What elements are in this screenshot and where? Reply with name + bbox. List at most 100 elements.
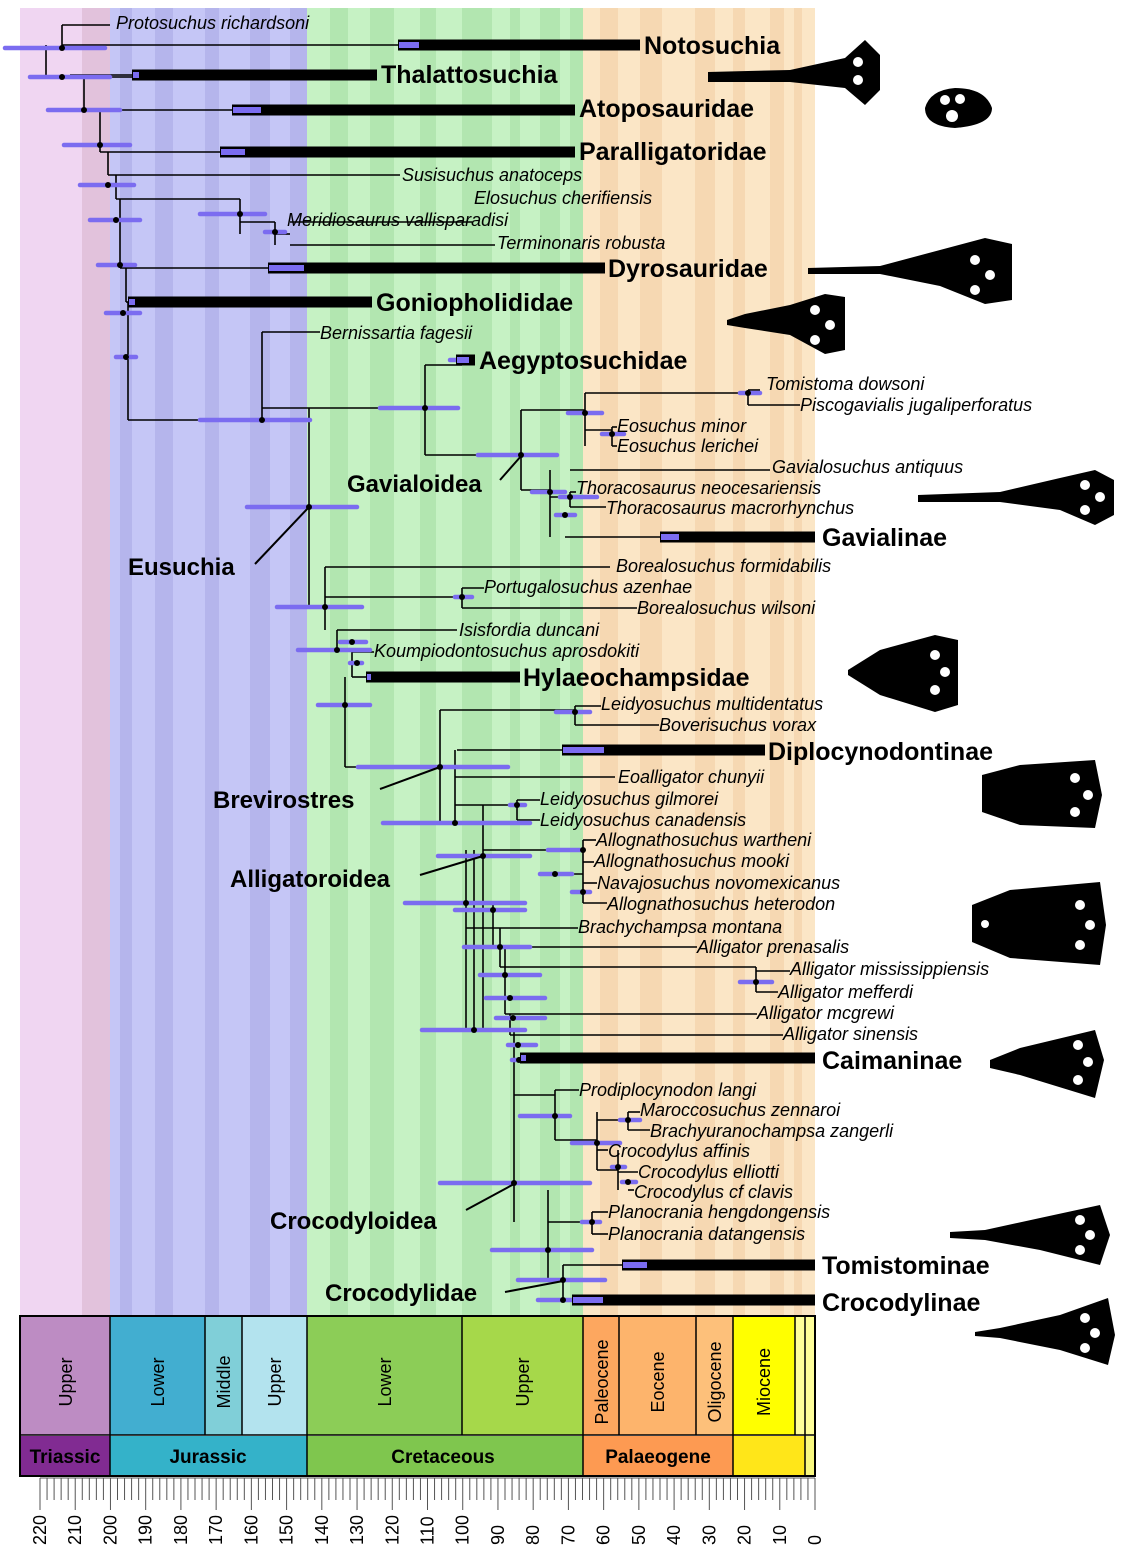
node-dot	[272, 229, 278, 235]
clade-range	[232, 105, 575, 116]
clade-range-uncertainty	[367, 674, 371, 680]
node-dot	[322, 604, 328, 610]
axis-tick-label: 10	[770, 1525, 790, 1545]
clade-label: Tomistominae	[822, 1252, 990, 1280]
node-dot	[452, 820, 458, 826]
stage-label: Oligocene	[705, 1341, 725, 1422]
axis-tick-label: 40	[664, 1525, 684, 1545]
taxon-label: Elosuchus cherifiensis	[474, 188, 652, 208]
clade-range-uncertainty	[661, 534, 679, 540]
taxon-label: Leidyosuchus gilmorei	[540, 789, 719, 809]
taxon-label: Eoalligator chunyii	[618, 767, 765, 787]
crocodyliform-skull-icon	[848, 635, 958, 712]
clade-label: Paralligatoridae	[579, 138, 767, 166]
axis-tick-label: 110	[418, 1516, 438, 1545]
clade-label: Goniopholididae	[376, 289, 573, 317]
taxon-label: Navajosuchus novomexicanus	[597, 873, 840, 893]
taxon-label: Planocrania datangensis	[608, 1224, 805, 1244]
crocodyliform-skull-icon	[990, 1030, 1104, 1098]
taxon-label: Prodiplocynodon langi	[579, 1080, 757, 1100]
node-label: Gavialoidea	[347, 471, 482, 498]
stage-label: Middle	[214, 1355, 234, 1408]
stage-label: Lower	[148, 1357, 168, 1406]
clade-label: Atoposauridae	[579, 95, 754, 123]
clade-range-uncertainty	[129, 299, 135, 305]
node-dot	[59, 45, 65, 51]
stage-label: Upper	[56, 1357, 76, 1406]
taxon-label: Eosuchus lerichei	[617, 436, 759, 456]
clade-range	[572, 1295, 815, 1306]
node-dot	[259, 417, 265, 423]
geologic-timescale: Upper Lower Middle Upper Lower Upper Pal…	[20, 1316, 815, 1476]
node-dot	[471, 1027, 477, 1033]
node-dot	[354, 660, 360, 666]
taxon-label: Crocodylus cf clavis	[634, 1182, 793, 1202]
node-dot	[594, 1140, 600, 1146]
node-label: Crocodyloidea	[270, 1208, 437, 1235]
node-dot	[502, 972, 508, 978]
axis-tick-label: 180	[171, 1515, 191, 1545]
taxon-label: Leidyosuchus canadensis	[540, 810, 746, 830]
node-dot	[580, 847, 586, 853]
node-dot	[334, 647, 340, 653]
node-dot	[545, 1247, 551, 1253]
node-dot	[81, 107, 87, 113]
clade-label: Hylaeochampsidae	[523, 664, 750, 692]
node-dot	[572, 709, 578, 715]
node-dot	[497, 944, 503, 950]
taxon-label: Alligator prenasalis	[696, 937, 849, 957]
axis-tick-label: 90	[488, 1525, 508, 1545]
axis-tick-label: 100	[453, 1515, 473, 1545]
axis-tick-label: 60	[594, 1525, 614, 1545]
node-dot	[510, 1015, 516, 1021]
stage-label: Paleocene	[592, 1339, 612, 1424]
node-label: Eusuchia	[128, 554, 235, 581]
node-dot	[507, 995, 513, 1001]
axis-tick-label: 220	[30, 1515, 50, 1545]
taxon-label: Koumpiodontosuchus aprosdokiti	[374, 641, 640, 661]
taxon-label: Planocrania hengdongensis	[608, 1202, 830, 1222]
clade-range-uncertainty	[623, 1262, 647, 1268]
node-dot	[552, 871, 558, 877]
clade-range	[132, 70, 377, 81]
node-dot	[567, 494, 573, 500]
clade-range-uncertainty	[269, 265, 304, 271]
period-label: Jurassic	[169, 1447, 247, 1468]
taxon-label: Portugalosuchus azenhae	[484, 577, 692, 597]
axis-tick-label: 190	[136, 1515, 156, 1545]
clade-range	[622, 1260, 815, 1271]
clade-label: Crocodylinae	[822, 1289, 980, 1317]
clade-range-uncertainty	[563, 747, 604, 753]
node-dot	[514, 802, 520, 808]
node-dot	[515, 1042, 521, 1048]
node-dot	[459, 594, 465, 600]
node-dot	[97, 142, 103, 148]
stage-label: Upper	[513, 1357, 533, 1406]
taxon-label: Isisfordia duncani	[459, 620, 600, 640]
axis-tick-label: 150	[277, 1515, 297, 1545]
node-label: Brevirostres	[213, 787, 354, 814]
axis-tick-label: 120	[382, 1515, 402, 1545]
stage-label: Miocene	[754, 1348, 774, 1416]
node-dot	[422, 405, 428, 411]
clade-range	[366, 672, 520, 683]
node-label: Alligatoroidea	[230, 866, 391, 893]
clade-label: Diplocynodontinae	[768, 738, 993, 766]
crocodyliform-skull-icon	[918, 470, 1114, 525]
taxon-label: Maroccosuchus zennaroi	[640, 1100, 841, 1120]
node-dot	[609, 431, 615, 437]
taxon-label: Protosuchus richardsoni	[116, 13, 310, 33]
node-dot	[753, 979, 759, 985]
axis-tick-label: 200	[100, 1515, 120, 1545]
taxon-label: Alligator mcgrewi	[756, 1003, 895, 1023]
stage-cell	[795, 1317, 805, 1435]
node-dot	[490, 907, 496, 913]
period-label: Palaeogene	[605, 1447, 711, 1468]
taxon-label: Crocodylus affinis	[608, 1141, 750, 1161]
crocodyliform-skull-icon	[925, 88, 992, 128]
axis-tick-label: 50	[629, 1525, 649, 1545]
axis-tick-label: 140	[312, 1515, 332, 1545]
axis-tick-label: 160	[241, 1515, 261, 1545]
